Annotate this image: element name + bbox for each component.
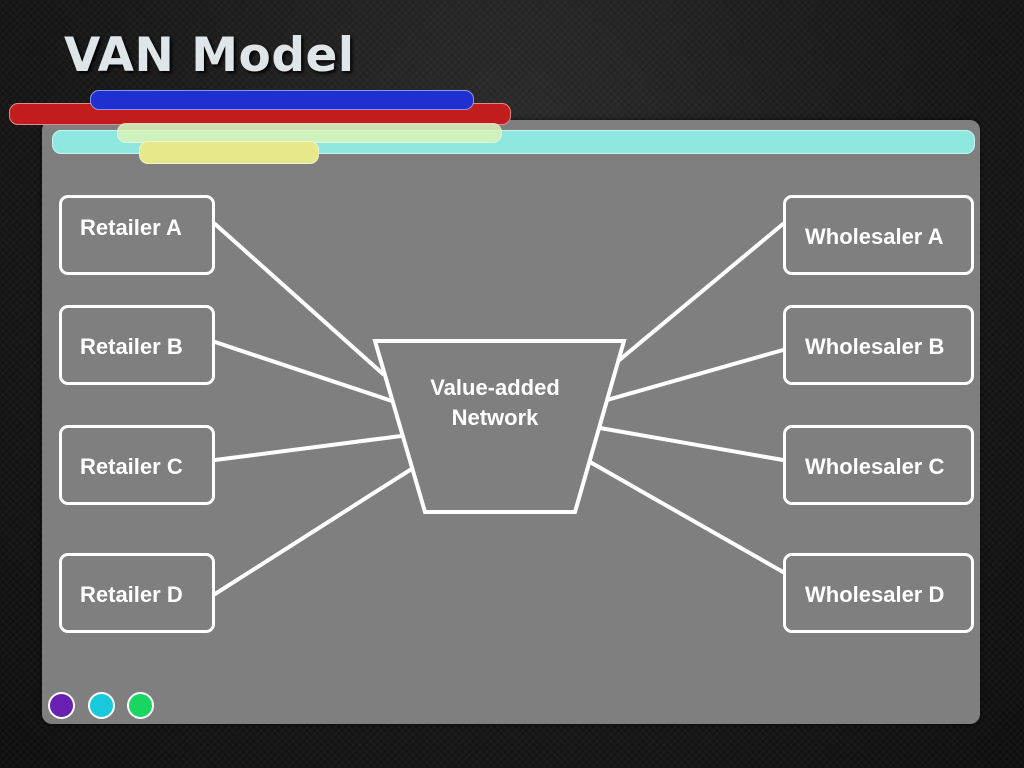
decor-bar-yellow (139, 141, 319, 164)
value-added-network-shape (372, 339, 627, 514)
retailer-d-box: Retailer D (59, 553, 215, 633)
retailer-b-box: Retailer B (59, 305, 215, 385)
wholesaler-a-label: Wholesaler A (805, 224, 944, 249)
wholesaler-d-box: Wholesaler D (783, 553, 974, 633)
wholesaler-b-label: Wholesaler B (805, 334, 945, 359)
wholesaler-b-box: Wholesaler B (783, 305, 974, 385)
purple-dot (48, 692, 75, 719)
retailer-c-label: Retailer C (80, 454, 183, 479)
connector-retailer-d (213, 468, 412, 596)
connector-wholesaler-a (615, 222, 785, 364)
connector-wholesaler-d (588, 460, 785, 574)
connector-retailer-b (213, 340, 394, 403)
connector-wholesaler-c (598, 426, 785, 462)
van-label-line-1: Value-added (430, 375, 560, 400)
retailer-a-label: Retailer A (80, 215, 182, 240)
wholesaler-d-label: Wholesaler D (805, 582, 945, 607)
wholesaler-c-box: Wholesaler C (783, 425, 974, 505)
retailer-c-box: Retailer C (59, 425, 215, 505)
cyan-dot (88, 692, 115, 719)
wholesaler-a-box: Wholesaler A (783, 195, 974, 275)
connector-retailer-c (213, 434, 403, 462)
slide-title: VAN Model (64, 28, 355, 83)
retailer-a-box: Retailer A (59, 195, 215, 275)
connector-retailer-a (213, 222, 385, 376)
retailer-d-label: Retailer D (80, 582, 183, 607)
retailer-b-label: Retailer B (80, 334, 183, 359)
van-label-line-2: Network (451, 405, 539, 430)
decor-bar-blue (90, 90, 474, 110)
green-dot (127, 692, 154, 719)
wholesaler-c-label: Wholesaler C (805, 454, 945, 479)
connector-wholesaler-b (605, 348, 785, 402)
value-added-network-label: Value-added Network (400, 373, 590, 433)
